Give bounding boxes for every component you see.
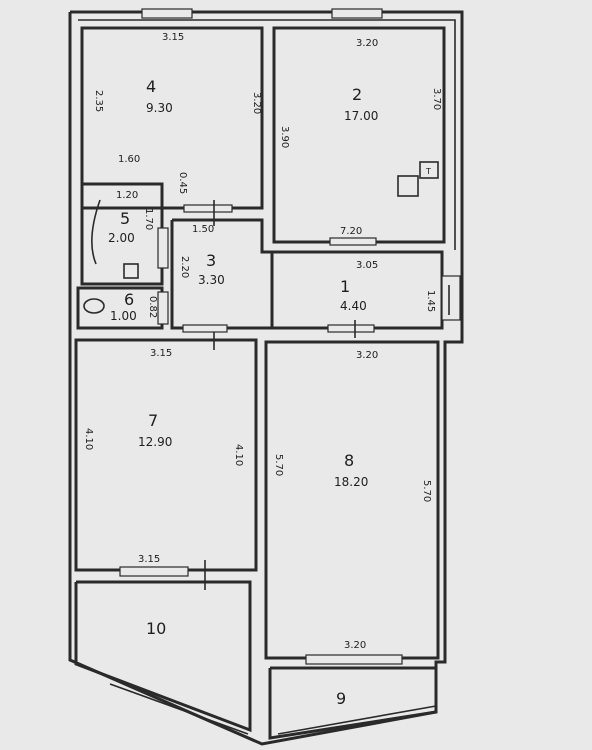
- room-10-outline: [74, 580, 252, 733]
- dim-r6-side: 0.82: [147, 296, 158, 318]
- room-7-area: 12.90: [138, 435, 172, 449]
- room-1-number: 1: [340, 277, 350, 296]
- dim-top-left: 3.15: [162, 32, 184, 43]
- dim-r7-left: 4.10: [83, 428, 94, 450]
- room-7-number: 7: [148, 411, 158, 430]
- room-4-outline: [80, 26, 264, 210]
- toilet-icon: [123, 263, 139, 279]
- room-2-area: 17.00: [344, 109, 378, 123]
- balcony-line-9: [277, 705, 437, 735]
- window-top-right: [331, 8, 383, 19]
- door-room-8: [327, 324, 375, 333]
- room-8-area: 18.20: [334, 475, 368, 489]
- room-3-number: 3: [206, 251, 216, 270]
- window-room-9: [305, 654, 403, 665]
- dim-r4-small: 0.45: [177, 172, 188, 194]
- outer-wall: [68, 10, 464, 746]
- dim-r5-top: 1.20: [116, 190, 138, 201]
- room-4-area: 9.30: [146, 101, 173, 115]
- dim-r5-side: 1.70: [143, 208, 154, 230]
- dim-r7-right: 4.10: [233, 444, 244, 466]
- dim-r2-bottom: 7.20: [340, 226, 362, 237]
- kitchen-sink-label: T: [425, 167, 431, 176]
- outer-wall-inner: [78, 19, 456, 250]
- dim-r8-left: 5.70: [273, 454, 284, 476]
- room-9-number: 9: [336, 689, 346, 708]
- shower-arc-icon: [91, 199, 101, 265]
- dim-r1-right: 1.45: [425, 290, 436, 312]
- door-room-6: [157, 291, 169, 325]
- dim-r8-bottom: 3.20: [344, 640, 366, 651]
- room-3-area: 3.30: [198, 273, 225, 287]
- dim-r2-right: 3.70: [431, 88, 442, 110]
- room-5-number: 5: [120, 209, 130, 228]
- room-1-area: 4.40: [340, 299, 367, 313]
- dim-r4-left: 2.35: [93, 90, 104, 112]
- window-top-left: [141, 8, 193, 19]
- room-6-number: 6: [124, 290, 134, 309]
- door-room-5: [157, 227, 169, 269]
- kitchen-sink-icon: [419, 161, 439, 179]
- window-room-1: [441, 275, 461, 321]
- dim-r7-top: 3.15: [150, 348, 172, 359]
- door-room-7: [182, 324, 228, 333]
- dim-r8-top: 3.20: [356, 350, 378, 361]
- door-room-2: [329, 237, 377, 246]
- door-room-10: [119, 566, 189, 577]
- dim-r3-top: 1.50: [192, 224, 214, 235]
- dim-r1-top: 3.05: [356, 260, 378, 271]
- dim-r4-bottom: 1.60: [118, 154, 140, 165]
- room-8-number: 8: [344, 451, 354, 470]
- dim-r4-right: 3.20: [251, 92, 262, 114]
- dim-r3-left: 2.20: [179, 256, 190, 278]
- room-9-outline: [268, 666, 438, 740]
- room-10-number: 10: [146, 619, 166, 638]
- stove-icon: [397, 175, 419, 197]
- room-6-area: 1.00: [110, 309, 137, 323]
- dim-r2-left: 3.90: [279, 126, 290, 148]
- room-5-area: 2.00: [108, 231, 135, 245]
- room-2-number: 2: [352, 85, 362, 104]
- dim-top-right: 3.20: [356, 38, 378, 49]
- dim-r8-right: 5.70: [421, 480, 432, 502]
- sink-icon: [83, 298, 105, 314]
- door-room-4: [183, 204, 233, 213]
- balcony-line-10: [109, 683, 249, 735]
- dim-r7-bottom: 3.15: [138, 554, 160, 565]
- room-4-number: 4: [146, 77, 156, 96]
